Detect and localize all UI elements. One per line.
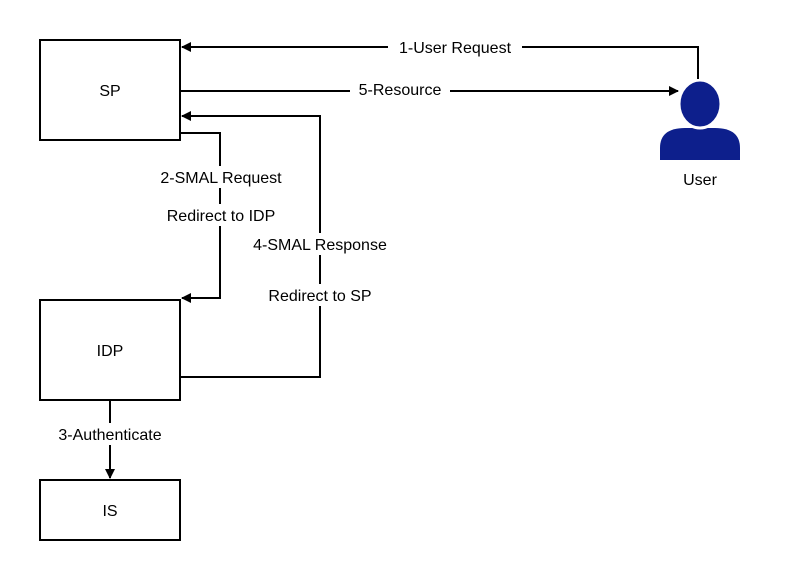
edge-label-user-request: 1-User Request: [399, 40, 512, 57]
user-icon-head: [677, 78, 723, 130]
edge-label-saml-response: 4-SMAL Response: [253, 237, 387, 254]
edge-saml-request: 2-SMAL Request Redirect to IDP: [150, 132, 292, 303]
edge-label-authenticate: 3-Authenticate: [58, 427, 161, 444]
edge-saml-response: 4-SMAL Response Redirect to SP: [180, 111, 398, 378]
user-node: User: [660, 78, 740, 189]
is-label: IS: [102, 503, 117, 520]
idp-node: IDP: [39, 299, 181, 401]
edge-user-request: 1-User Request: [181, 38, 699, 79]
idp-label: IDP: [97, 343, 124, 360]
edge-label-resource: 5-Resource: [359, 82, 442, 99]
sp-label: SP: [99, 83, 120, 100]
user-icon: [660, 78, 740, 160]
is-node: IS: [39, 479, 181, 541]
user-label: User: [683, 172, 717, 189]
user-icon-body: [660, 128, 740, 160]
edge-label-saml-request: 2-SMAL Request: [160, 170, 282, 187]
edge-label-saml-request-sub: Redirect to IDP: [167, 208, 275, 225]
edge-authenticate: 3-Authenticate: [48, 400, 172, 479]
edge-resource: 5-Resource: [180, 82, 679, 100]
edge-label-saml-response-sub: Redirect to SP: [268, 288, 371, 305]
sp-node: SP: [39, 39, 181, 141]
